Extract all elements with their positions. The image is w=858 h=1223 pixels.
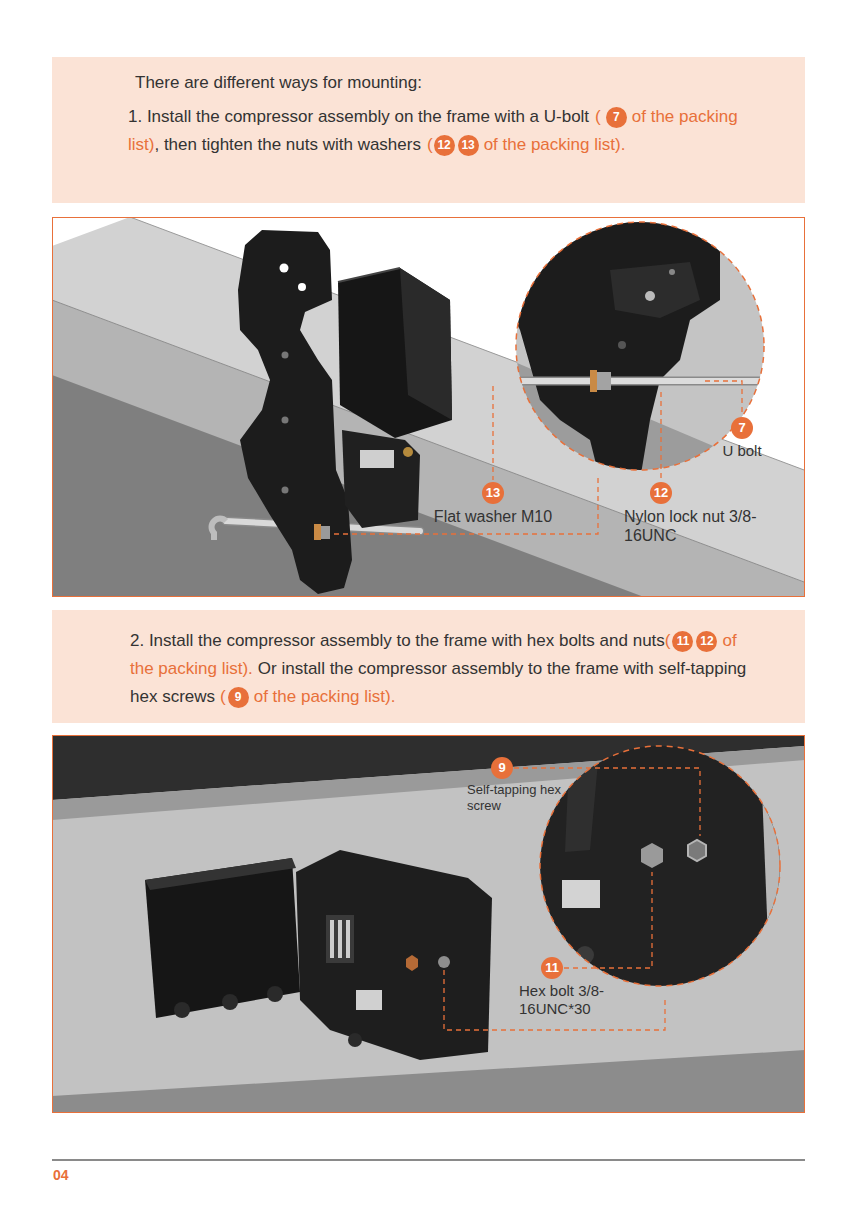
leader-lines [444, 768, 700, 1030]
part-name: Nylon lock nut 3/8-16UNC [624, 507, 774, 545]
instruction-text: 1. Install the compressor assembly on th… [128, 107, 589, 126]
packing-list-reference: ( [220, 687, 226, 706]
instruction-band: There are different ways for mounting: 1.… [52, 57, 805, 203]
callout-marker: 11Hex bolt 3/8-16UNC*30 [519, 957, 659, 1018]
instruction-text: , then tighten the nuts with washers [154, 135, 421, 154]
callout-number: 11 [672, 631, 693, 652]
packing-list-reference: of the packing list). [254, 687, 396, 706]
footer-rule [52, 1159, 805, 1161]
callout-number: 12 [696, 631, 717, 652]
callout-marker: 7 U bolt [702, 417, 782, 460]
callout-number: 7 [731, 417, 753, 439]
part-name: Self-tapping hex screw [467, 782, 577, 813]
part-name: Hex bolt 3/8-16UNC*30 [519, 982, 659, 1018]
part-name: Flat washer M10 [418, 507, 568, 526]
callout-number: 13 [482, 482, 504, 504]
callout-number: 7 [606, 107, 627, 128]
intro-text: There are different ways for mounting: [135, 71, 765, 95]
u-bolt-panel [52, 217, 858, 597]
callout-number: 12 [650, 482, 672, 504]
callout-number: 9 [228, 687, 249, 708]
callout-marker: 9Self-tapping hex screw [467, 757, 577, 813]
packing-list-reference: of the packing list). [484, 135, 626, 154]
page-number: 04 [53, 1167, 69, 1183]
instruction-paragraph: 1. Install the compressor assembly on th… [128, 103, 765, 159]
callout-number: 11 [541, 957, 563, 979]
instruction-text: 2. Install the compressor assembly to th… [130, 631, 665, 650]
packing-list-reference: ( [665, 631, 671, 650]
instruction-band: 2. Install the compressor assembly to th… [52, 610, 805, 723]
packing-list-reference: ( [595, 107, 601, 126]
instruction-paragraph: 2. Install the compressor assembly to th… [130, 627, 765, 711]
callout-number: 9 [491, 757, 513, 779]
hex-bolt-panel [52, 735, 805, 1113]
packing-list-reference: ( [427, 135, 433, 154]
callout-marker: 12Nylon lock nut 3/8-16UNC [624, 482, 774, 545]
callout-number: 13 [458, 135, 479, 156]
part-name: U bolt [702, 442, 782, 460]
callout-marker: 13Flat washer M10 [418, 482, 568, 526]
callout-number: 12 [434, 135, 455, 156]
